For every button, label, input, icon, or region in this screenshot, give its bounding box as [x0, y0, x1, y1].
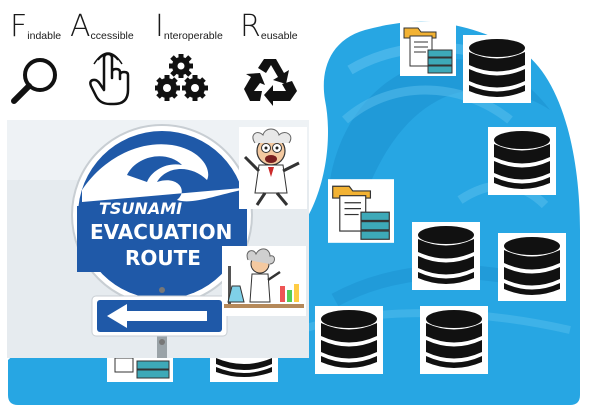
- file-database-icon-partial: [107, 358, 173, 382]
- file-database-icon-2: [328, 179, 394, 243]
- fair-accessible-letter: A: [70, 9, 91, 44]
- sign-text-tsunami: TSUNAMI: [99, 199, 182, 218]
- fair-accessible-label: A ccessible: [70, 9, 134, 44]
- fair-interoperable-label: I nteroperable: [155, 9, 223, 44]
- database-icon-6: [420, 306, 488, 374]
- magnifier-icon: [11, 58, 57, 104]
- pointing-hand-icon: [89, 52, 130, 106]
- fair-reusable-letter: R: [240, 9, 261, 44]
- database-icon-2: [488, 127, 556, 195]
- fair-interoperable-letter: I: [155, 9, 164, 44]
- database-icon-3: [412, 222, 480, 290]
- database-icon: [463, 35, 531, 103]
- scientist-icon: [239, 127, 307, 209]
- database-icon-4: [498, 233, 566, 301]
- recycle-icon: [244, 59, 297, 106]
- left-arrow-icon: [107, 304, 207, 328]
- sign-text-evacuation: EVACUATION: [90, 220, 232, 244]
- fair-findable-label: F indable: [10, 9, 62, 44]
- fair-accessible-word: ccessible: [90, 30, 134, 42]
- fair-interoperable-word: nteroperable: [163, 30, 223, 42]
- sign-text-route: ROUTE: [125, 246, 201, 270]
- database-icon-partial: [210, 358, 278, 382]
- database-icon-5: [315, 306, 383, 374]
- fair-findable-word: indable: [27, 30, 62, 42]
- scientist-lab-icon: [222, 246, 306, 316]
- fair-reusable-label: R eusable: [240, 9, 298, 44]
- fair-reusable-word: eusable: [260, 30, 298, 42]
- file-database-icon: [400, 22, 456, 76]
- fair-findable-letter: F: [10, 9, 28, 44]
- gears-icon: [155, 54, 208, 101]
